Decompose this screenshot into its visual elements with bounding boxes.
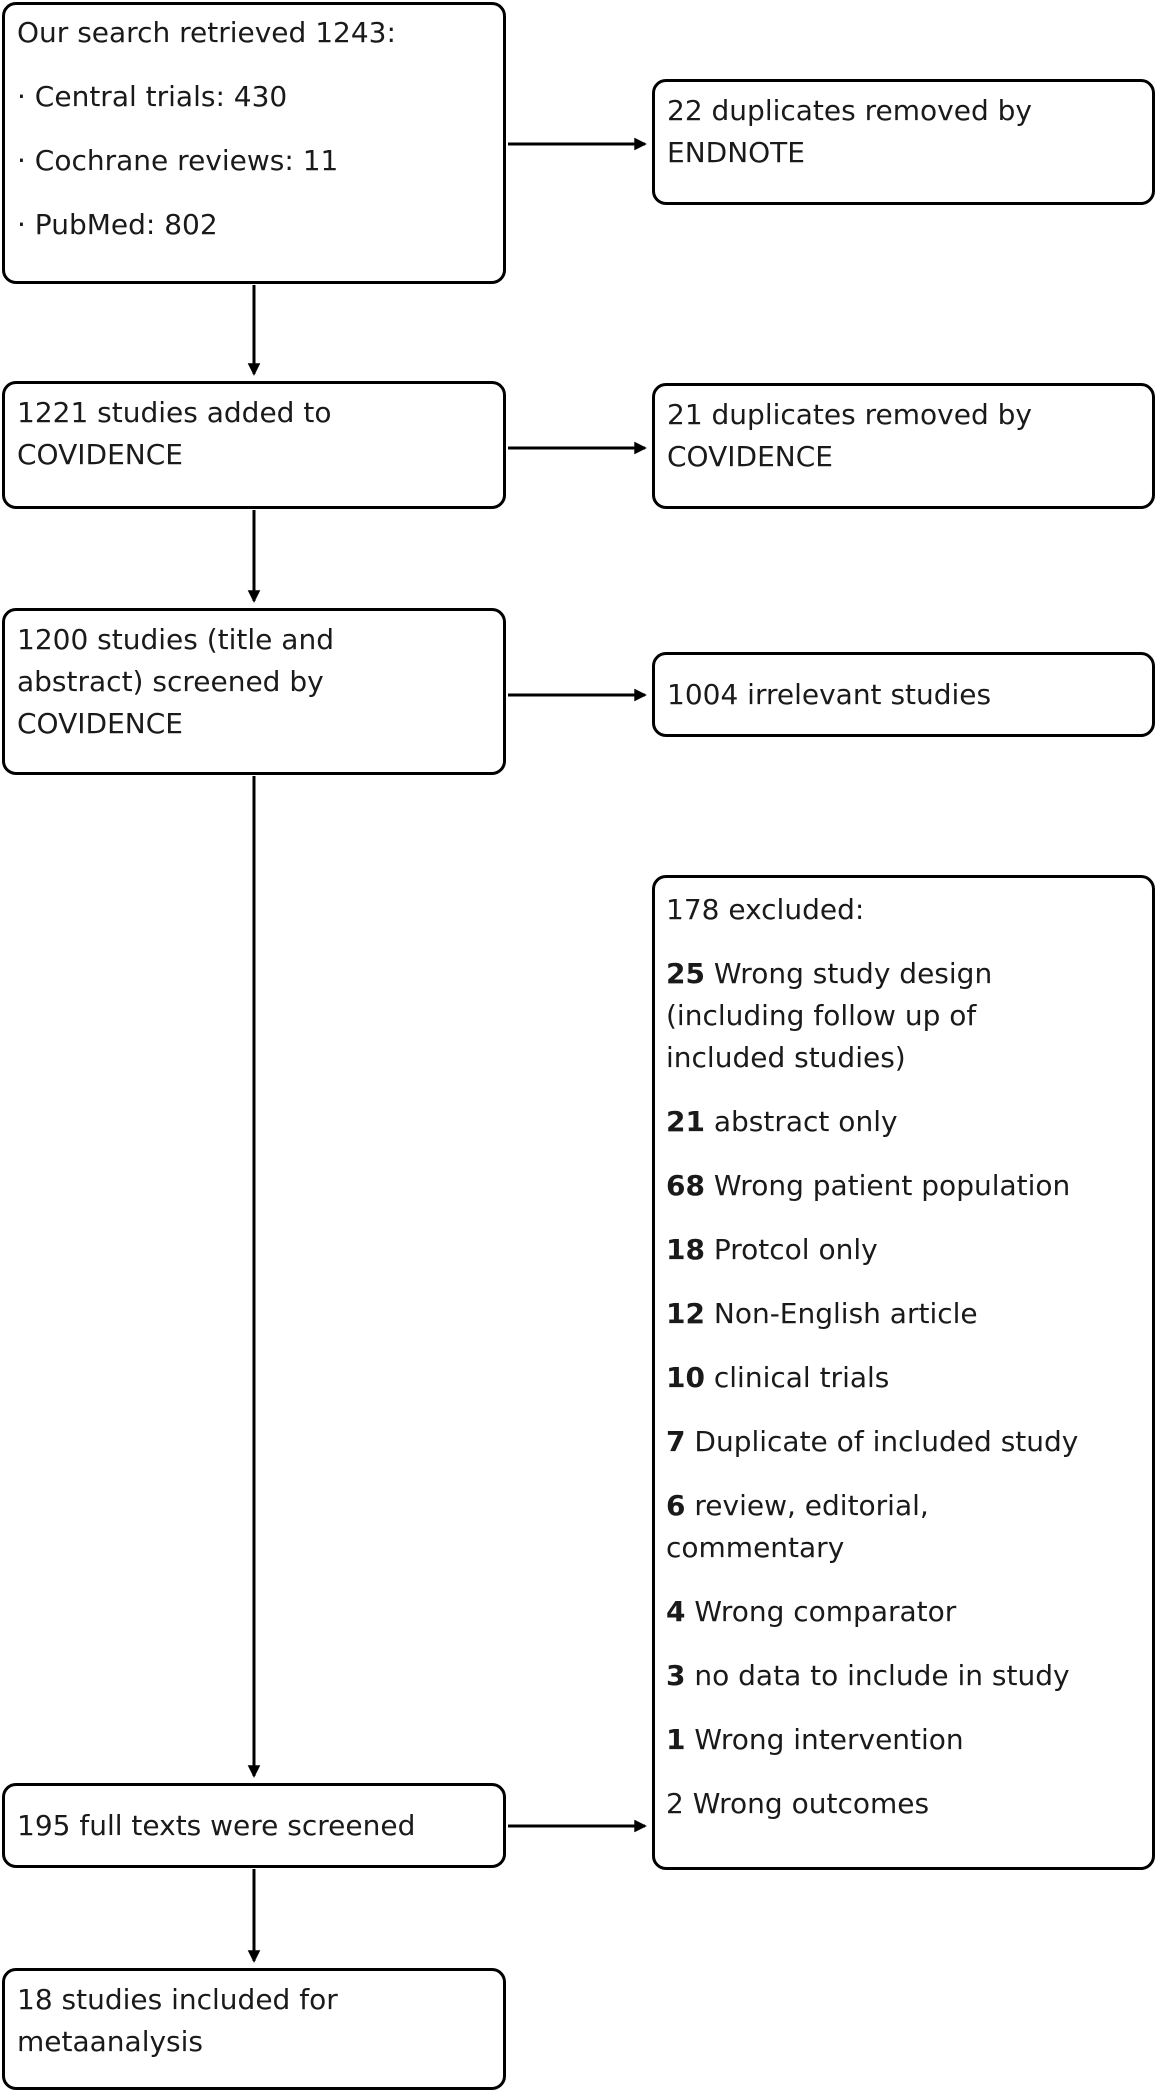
box-irrelevant-studies: 1004 irrelevant studies <box>652 652 1155 737</box>
excluded-item-count: 12 <box>666 1297 705 1330</box>
excluded-item-count: 3 <box>666 1659 686 1692</box>
studies-added-text: 1221 studies added to COVIDENCE <box>17 396 332 471</box>
box-search-retrieved: Our search retrieved 1243: · Central tri… <box>2 2 506 284</box>
search-source-cochrane: · Cochrane reviews: 11 <box>17 144 339 177</box>
fulltext-screened-text: 195 full texts were screened <box>17 1808 416 1842</box>
excluded-item: 10 clinical trials <box>666 1361 890 1394</box>
excluded-item-count: 4 <box>666 1595 686 1628</box>
excluded-item-count: 68 <box>666 1169 705 1202</box>
excluded-item-count: 25 <box>666 957 705 990</box>
excluded-item: 2 Wrong outcomes <box>666 1787 930 1820</box>
box-title-abstract-screened: 1200 studies (title and abstract) screen… <box>2 608 506 775</box>
excluded-item: 68 Wrong patient population <box>666 1169 1071 1202</box>
excluded-item-count: 6 <box>666 1489 686 1522</box>
excluded-item-count: 18 <box>666 1233 705 1266</box>
excluded-item: 18 Protcol only <box>666 1233 878 1266</box>
box-duplicates-covidence: 21 duplicates removed by COVIDENCE <box>652 383 1155 509</box>
box-duplicates-endnote: 22 duplicates removed by ENDNOTE <box>652 79 1155 205</box>
excluded-item: 1 Wrong intervention <box>666 1723 964 1756</box>
excluded-item: 25 Wrong study design (including follow … <box>666 957 993 1074</box>
excluded-item-count: 10 <box>666 1361 705 1394</box>
excluded-item: 3 no data to include in study <box>666 1659 1070 1692</box>
excluded-item: 12 Non-English article <box>666 1297 978 1330</box>
box-studies-included: 18 studies included for metaanalysis <box>2 1968 506 2090</box>
excluded-item-count: 2 <box>666 1787 684 1820</box>
excluded-item: 6 review, editorial, commentary <box>666 1489 929 1564</box>
excluded-header: 178 excluded: <box>666 893 865 926</box>
excluded-item: 7 Duplicate of included study <box>666 1425 1079 1458</box>
excluded-item-count: 1 <box>666 1723 686 1756</box>
excluded-item-count: 7 <box>666 1425 686 1458</box>
box-fulltext-screened: 195 full texts were screened <box>2 1783 506 1868</box>
studies-included-text: 18 studies included for metaanalysis <box>17 1983 338 2058</box>
box-excluded-reasons: 178 excluded: 25 Wrong study design (inc… <box>652 875 1155 1870</box>
title-abstract-screened-text: 1200 studies (title and abstract) screen… <box>17 623 334 740</box>
search-retrieved-title: Our search retrieved 1243: <box>17 16 396 49</box>
search-source-central: · Central trials: 430 <box>17 80 288 113</box>
excluded-item: 4 Wrong comparator <box>666 1595 957 1628</box>
duplicates-endnote-text: 22 duplicates removed by ENDNOTE <box>667 94 1032 169</box>
excluded-item: 21 abstract only <box>666 1105 898 1138</box>
excluded-items: 25 Wrong study design (including follow … <box>666 953 1138 1825</box>
irrelevant-studies-text: 1004 irrelevant studies <box>667 677 992 711</box>
excluded-item-count: 21 <box>666 1105 705 1138</box>
box-studies-added: 1221 studies added to COVIDENCE <box>2 381 506 509</box>
duplicates-covidence-text: 21 duplicates removed by COVIDENCE <box>667 398 1032 473</box>
search-source-pubmed: · PubMed: 802 <box>17 208 218 241</box>
